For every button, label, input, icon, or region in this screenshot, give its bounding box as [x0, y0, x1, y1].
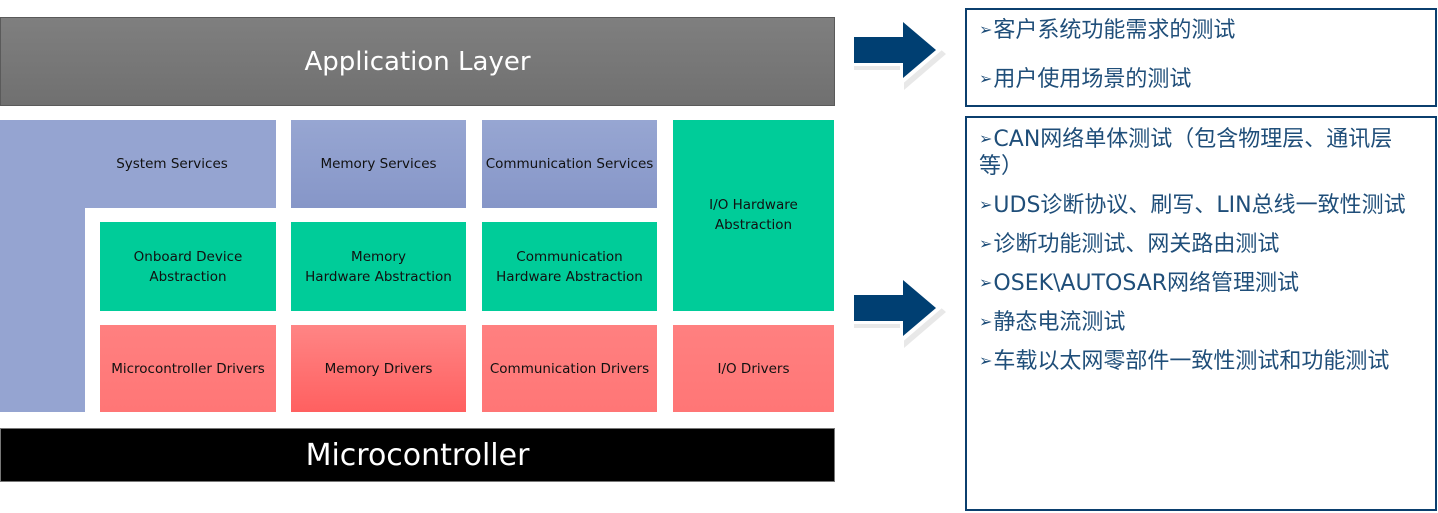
memory-drivers-block: Memory Drivers: [291, 325, 466, 412]
test-item: ➢用户使用场景的测试: [979, 67, 1192, 92]
microcontroller-block: Microcontroller: [0, 428, 835, 482]
communication-services-label: Communication Services: [485, 156, 654, 172]
test-item: ➢诊断功能测试、网关路由测试: [979, 232, 1280, 257]
test-item: ➢UDS诊断协议、刷写、LIN总线一致性测试: [979, 193, 1406, 218]
arrow-right-icon: [850, 272, 946, 348]
bullet-arrow-icon: ➢: [979, 312, 993, 331]
test-item: ➢客户系统功能需求的测试: [979, 18, 1236, 43]
io-hardware-abstraction-label: I/O Hardware Abstraction: [709, 197, 798, 233]
bullet-arrow-icon: ➢: [979, 273, 993, 292]
communication-drivers-block: Communication Drivers: [482, 325, 657, 412]
memory-services-block: Memory Services: [291, 120, 466, 208]
memory-services-label: Memory Services: [320, 156, 437, 172]
communication-hardware-abstraction-label: Communication Hardware Abstraction: [496, 248, 643, 285]
test-item: ➢CAN网络单体测试（包含物理层、通讯层等）: [979, 127, 1393, 179]
onboard-device-abstraction-label: Onboard Device Abstraction: [133, 248, 243, 285]
bullet-arrow-icon: ➢: [979, 129, 993, 148]
onboard-device-abstraction-block: Onboard Device Abstraction: [100, 222, 276, 311]
test-item: ➢车载以太网零部件一致性测试和功能测试: [979, 349, 1390, 374]
bullet-arrow-icon: ➢: [979, 20, 993, 39]
microcontroller-drivers-label: Microcontroller Drivers: [111, 360, 265, 377]
application-tests-box: ➢客户系统功能需求的测试 ➢用户使用场景的测试: [965, 8, 1437, 107]
bullet-arrow-icon: ➢: [979, 195, 993, 214]
system-services-label: System Services: [116, 156, 228, 172]
memory-drivers-label: Memory Drivers: [324, 360, 433, 377]
application-layer-label: Application Layer: [304, 46, 531, 77]
io-drivers-label: I/O Drivers: [717, 360, 790, 377]
bullet-arrow-icon: ➢: [979, 69, 993, 88]
communication-drivers-label: Communication Drivers: [489, 360, 650, 377]
memory-hardware-abstraction-block: Memory Hardware Abstraction: [291, 222, 466, 311]
microcontroller-drivers-block: Microcontroller Drivers: [100, 325, 276, 412]
bullet-arrow-icon: ➢: [979, 351, 993, 370]
application-layer-block: Application Layer: [0, 17, 835, 106]
io-hardware-abstraction-block: I/O Hardware Abstraction: [673, 120, 834, 311]
communication-services-block: Communication Services: [482, 120, 657, 208]
system-services-block: System Services: [0, 120, 276, 208]
io-drivers-block: I/O Drivers: [673, 325, 834, 412]
test-item: ➢OSEK\AUTOSAR网络管理测试: [979, 271, 1300, 296]
network-tests-box: ➢CAN网络单体测试（包含物理层、通讯层等） ➢UDS诊断协议、刷写、LIN总线…: [965, 116, 1437, 511]
arrow-right-icon: [850, 14, 946, 90]
bullet-arrow-icon: ➢: [979, 234, 993, 253]
communication-hardware-abstraction-block: Communication Hardware Abstraction: [482, 222, 657, 311]
test-item: ➢静态电流测试: [979, 310, 1126, 335]
microcontroller-label: Microcontroller: [305, 437, 530, 473]
memory-hardware-abstraction-label: Memory Hardware Abstraction: [305, 248, 452, 285]
